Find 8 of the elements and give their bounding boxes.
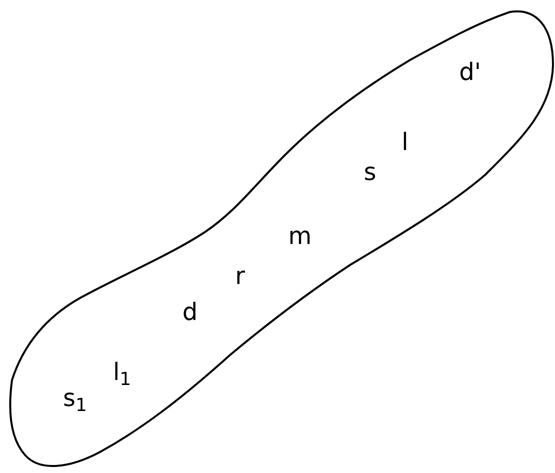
- note-letter: l: [402, 130, 408, 154]
- note-letter: d: [182, 300, 198, 324]
- note-letter: m: [288, 224, 312, 248]
- note-letter: s: [364, 160, 376, 184]
- note-letter: l$_{1}$: [112, 360, 132, 384]
- note-letter: r: [235, 264, 245, 288]
- note-letter: s$_{1}$: [63, 386, 87, 410]
- note-letter: d': [459, 60, 481, 84]
